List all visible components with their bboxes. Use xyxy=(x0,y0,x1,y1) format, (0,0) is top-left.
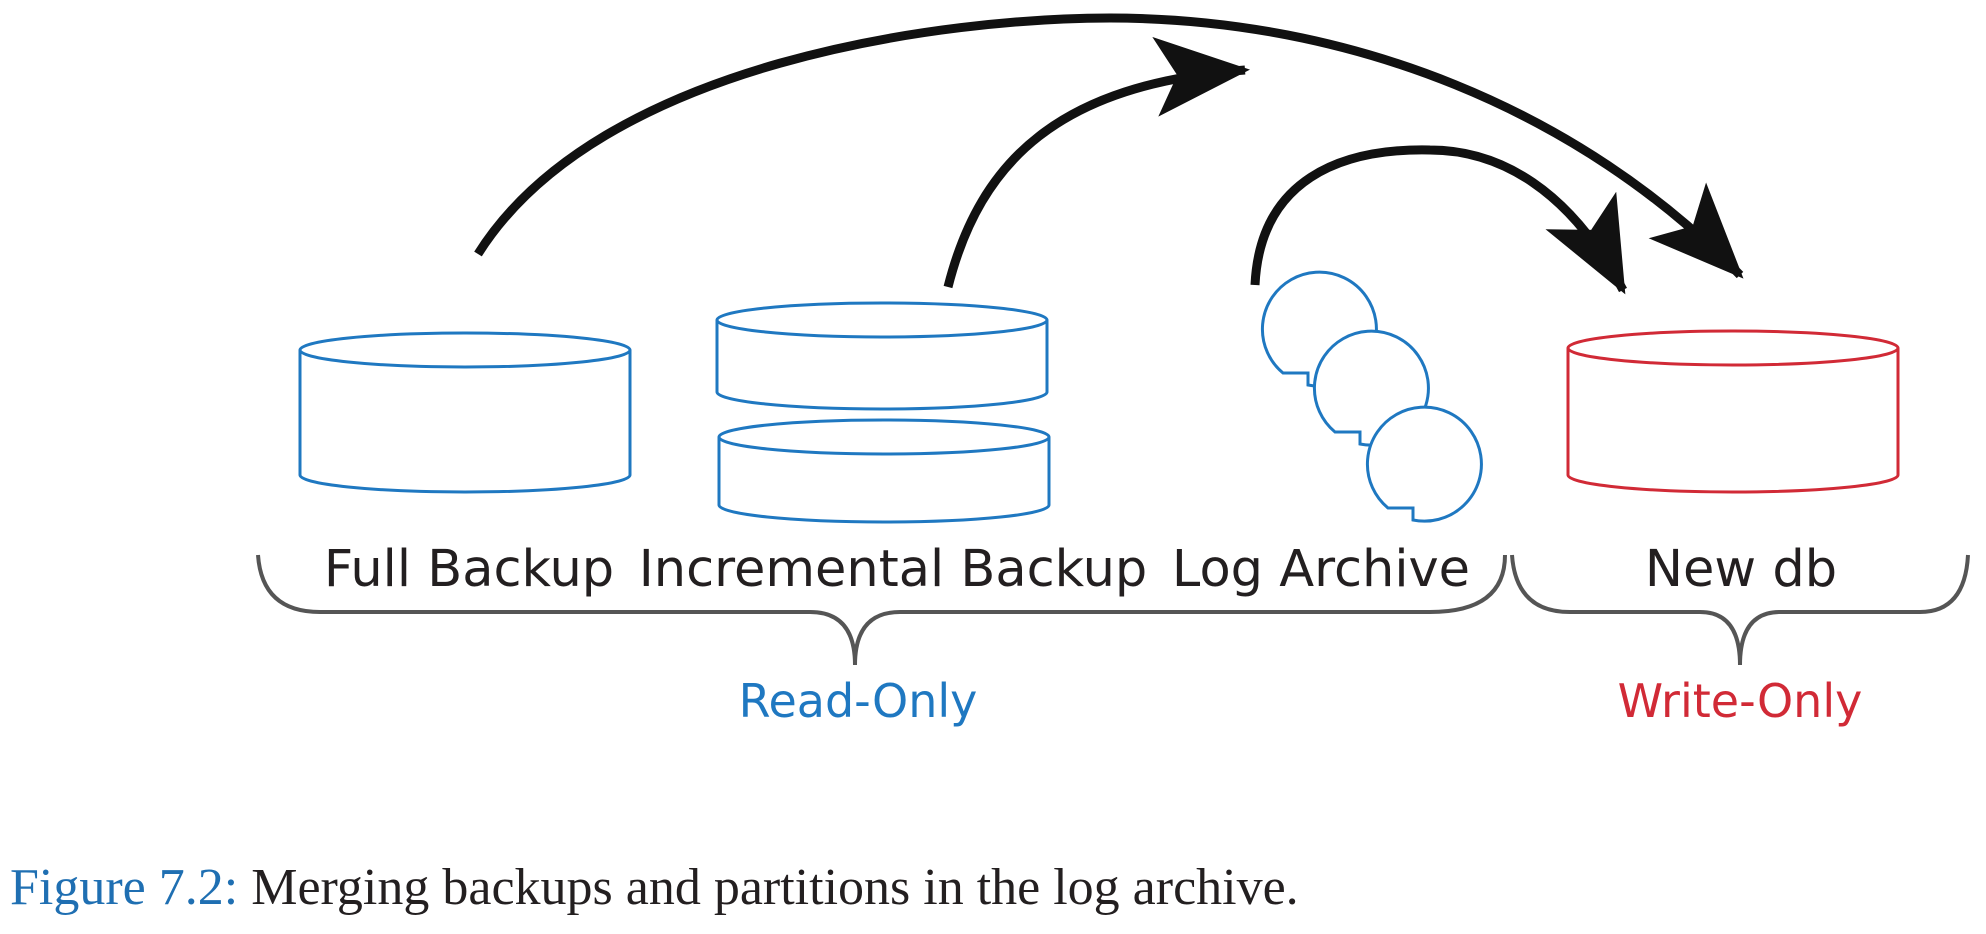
read-only-label: Read-Only xyxy=(739,674,978,728)
write-only-brace xyxy=(1510,554,1970,666)
new-db-cylinder-icon xyxy=(1566,329,1900,494)
read-only-brace xyxy=(256,554,1507,666)
arrow-incremental-backup xyxy=(943,36,1250,289)
diagram-canvas: Full Backup Incremental Backup Log Archi… xyxy=(256,13,1970,728)
log-archive-bubbles-icon xyxy=(1260,270,1483,523)
new-db-label: New db xyxy=(1645,540,1837,599)
arrow-log-archive-to-new-db xyxy=(1250,145,1627,295)
caption-text: Merging backups and partitions in the lo… xyxy=(238,859,1299,916)
log-archive-label: Log Archive xyxy=(1172,540,1470,599)
arrow-full-backup-to-new-db xyxy=(474,13,1744,279)
incremental-backup-cylinders-icon xyxy=(715,301,1051,524)
incremental-backup-label: Incremental Backup xyxy=(639,540,1148,599)
full-backup-cylinder-icon xyxy=(298,331,632,494)
figure-caption: Figure 7.2: Merging backups and partitio… xyxy=(10,862,1299,914)
write-only-label: Write-Only xyxy=(1618,674,1863,728)
full-backup-label: Full Backup xyxy=(324,540,614,599)
figure-number: Figure 7.2: xyxy=(10,859,239,916)
